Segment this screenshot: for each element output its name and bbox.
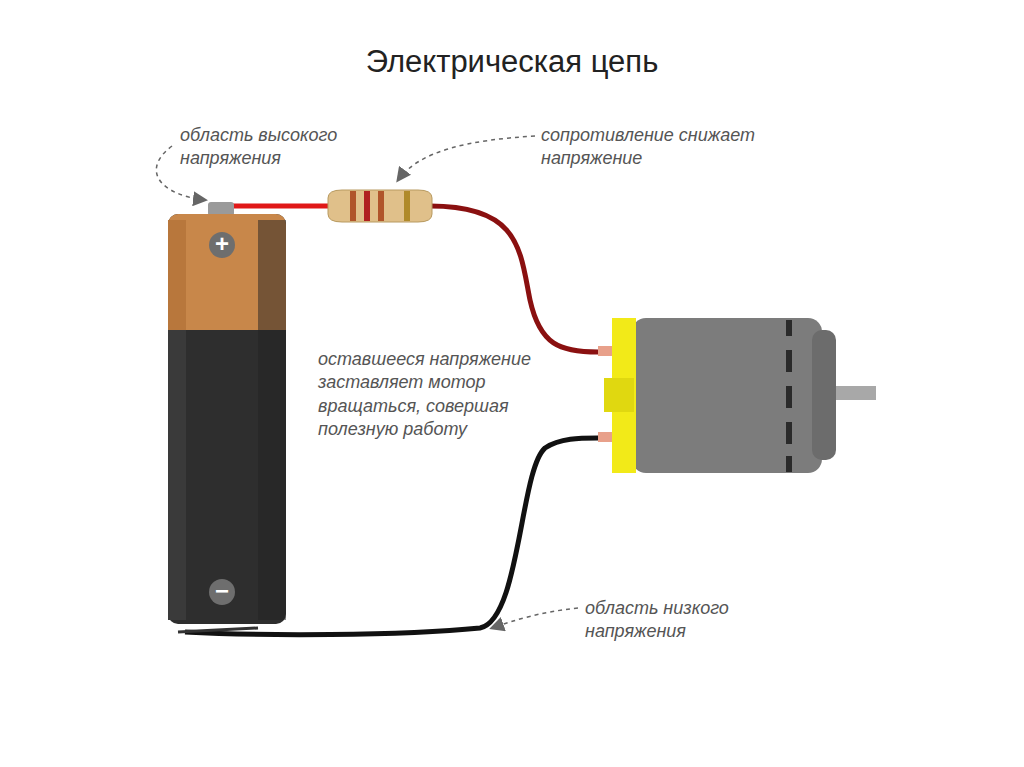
callout-note: область низкого напряжения <box>585 597 785 644</box>
red-wire <box>230 204 330 209</box>
callout-note: оставшееся напряжение заставляет мотор в… <box>318 348 536 442</box>
diagram-title: Электрическая цепь <box>0 44 1024 80</box>
battery <box>168 202 286 624</box>
callout-note: область высокого напряжения <box>180 124 380 171</box>
leader-lines <box>156 136 578 628</box>
terminal-sign: + <box>209 231 235 257</box>
callout-note: сопротивление снижает напряжение <box>541 124 791 171</box>
terminal-sign: − <box>209 578 235 604</box>
motor <box>598 318 876 473</box>
resistor-symbol <box>328 190 432 222</box>
dark-red-wire <box>430 206 598 352</box>
